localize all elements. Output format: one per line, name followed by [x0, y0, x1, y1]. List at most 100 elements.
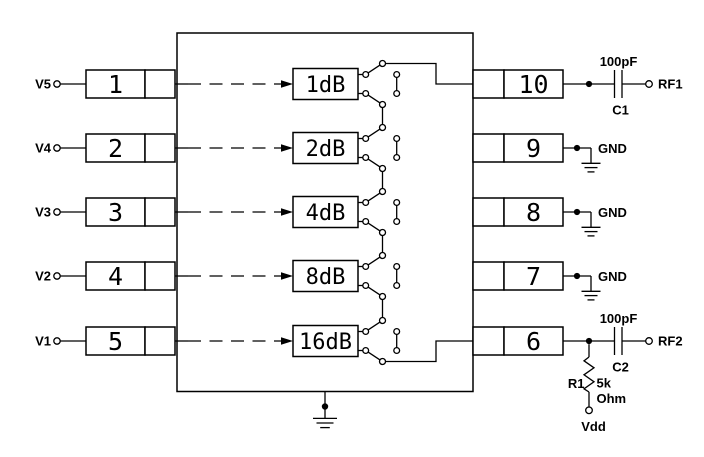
pin-box: [503, 326, 564, 356]
bypass-switch-contact-icon: [393, 262, 401, 271]
resistor-zigzag: [582, 356, 596, 393]
stage-box: [292, 195, 359, 229]
pin-number: 4: [108, 262, 123, 291]
output-row-pin6: 6 100pF C2 RF2 R1 5k Ohm Vdd: [472, 311, 683, 434]
terminal-circle-icon: [645, 337, 653, 345]
pin-box-stub: [144, 326, 176, 356]
terminal-circle-icon: [53, 80, 61, 88]
arrowhead-icon: [281, 80, 293, 88]
resistor-value-label: 5k: [597, 376, 612, 391]
node-circle-icon: [378, 357, 387, 366]
stage-box: [292, 67, 359, 101]
switch-contact-icon: [362, 134, 370, 143]
attenuator-stage-8dB: 8dB: [292, 251, 401, 301]
resistor-ref-label: R1: [568, 376, 585, 391]
switch-lever-icon: [367, 64, 381, 74]
switch-contact-icon: [362, 153, 370, 162]
switch-lever-icon: [367, 158, 381, 168]
switch-contact-icon: [362, 70, 370, 79]
switch-lever-icon: [367, 321, 381, 331]
terminal-circle-icon: [645, 80, 653, 88]
stage-label: 2dB: [306, 137, 346, 162]
node-circle-icon: [378, 228, 387, 237]
output-row-pin7: 7 GND: [472, 261, 627, 301]
pin-box: [503, 197, 564, 227]
pin-box-stub: [472, 197, 505, 227]
node-circle-icon: [378, 251, 387, 260]
control-signal-label: V2: [35, 269, 51, 284]
input-row-v1: V1 5: [35, 326, 293, 356]
pin-number: 8: [526, 198, 541, 227]
pin-box-stub: [472, 133, 505, 163]
terminal-circle-icon: [53, 208, 61, 216]
pin-box-stub: [144, 133, 176, 163]
switch-contact-icon: [362, 198, 370, 207]
control-signal-label: V3: [35, 205, 51, 220]
bypass-switch-contact-icon: [393, 134, 401, 143]
capacitor-value-label: 100pF: [600, 54, 638, 69]
capacitor-ref-label: C2: [612, 360, 629, 375]
pin-number: 9: [526, 134, 541, 163]
pin-box-stub: [144, 261, 176, 291]
junction-dot-icon: [321, 403, 329, 410]
junction-dot-icon: [585, 337, 593, 345]
bypass-switch-contact-icon: [393, 89, 401, 98]
pin-box-stub: [472, 326, 505, 356]
bypass-switch-contact-icon: [393, 327, 401, 336]
stage-label: 1dB: [306, 73, 346, 98]
junction-dot-icon: [585, 80, 593, 88]
switch-contact-icon: [362, 281, 370, 290]
attenuator-stage-1dB: 1dB: [292, 59, 401, 109]
bypass-switch-contact-icon: [393, 217, 401, 226]
output-row-pin9: 9 GND: [472, 133, 627, 173]
pin-number: 3: [108, 198, 123, 227]
switch-contact-icon: [362, 327, 370, 336]
arrowhead-icon: [281, 272, 293, 280]
rf-port-label: RF1: [658, 77, 683, 92]
output-row-pin8: 8 GND: [472, 197, 627, 237]
arrowhead-icon: [281, 144, 293, 152]
junction-dot-icon: [573, 208, 581, 216]
node-circle-icon: [378, 187, 387, 196]
resistor-unit-label: Ohm: [597, 391, 627, 406]
bypass-switch-contact-icon: [393, 153, 401, 162]
pin-box-stub: [472, 69, 505, 99]
resistor-r1-icon: [582, 344, 596, 407]
switch-contact-icon: [362, 217, 370, 226]
node-circle-icon: [378, 164, 387, 173]
pin-box: [85, 133, 146, 163]
node-circle-icon: [378, 59, 387, 68]
input-row-v2: V2 4: [35, 261, 293, 291]
terminal-circle-icon: [585, 406, 593, 415]
switch-contact-icon: [362, 262, 370, 271]
bypass-switch-contact-icon: [393, 198, 401, 207]
gnd-label: GND: [598, 269, 627, 284]
switch-lever-icon: [367, 128, 381, 138]
input-row-v4: V4 2: [35, 133, 293, 163]
pin-number: 2: [108, 134, 123, 163]
pin-box: [503, 69, 564, 99]
stage-label: 16dB: [299, 330, 352, 355]
input-row-v5: V5 1: [35, 69, 293, 99]
arrowhead-icon: [281, 208, 293, 216]
input-row-v3: V3 3: [35, 197, 293, 227]
bypass-switch-contact-icon: [393, 346, 401, 355]
capacitor-c2-icon: [613, 327, 623, 355]
gnd-label: GND: [598, 205, 627, 220]
switch-lever-icon: [367, 222, 381, 232]
capacitor-value-label: 100pF: [600, 311, 638, 326]
pin-box: [503, 261, 564, 291]
node-circle-icon: [378, 316, 387, 325]
stage-box: [292, 259, 359, 293]
stage-label: 8dB: [306, 265, 346, 290]
terminal-circle-icon: [53, 272, 61, 280]
switch-lever-icon: [367, 256, 381, 266]
pin-number: 5: [108, 327, 123, 356]
ground-symbol-icon: [581, 212, 601, 237]
pin-box: [85, 261, 146, 291]
supply-label: Vdd: [581, 419, 606, 434]
ground-symbol-icon: [581, 148, 601, 173]
ground-symbol-icon: [581, 276, 601, 301]
stage-box: [292, 131, 359, 165]
